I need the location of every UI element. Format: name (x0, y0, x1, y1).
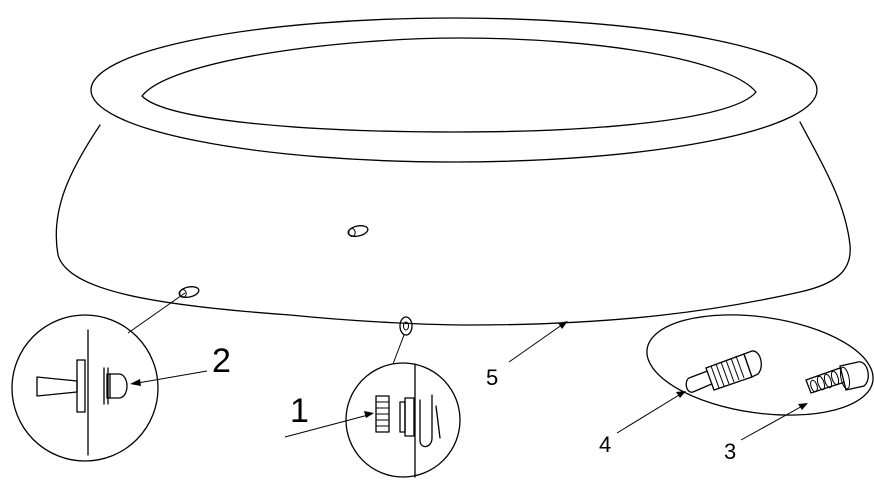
label-part-1: 1 (290, 392, 309, 430)
side-valve-icon (347, 225, 369, 237)
detail-hose-adapters (616, 314, 874, 441)
label-part-2: 2 (212, 342, 231, 380)
detail-ellipse-accessories (646, 314, 874, 416)
pool-top-ring-inner (141, 37, 757, 133)
pool-wall (55, 121, 851, 326)
label-part-4: 4 (599, 432, 611, 457)
pool-top-ring-outer (90, 17, 818, 163)
bottom-valve-icon (178, 286, 200, 298)
label-part-5: 5 (486, 365, 498, 390)
detail-circle-1 (345, 362, 461, 478)
detail-air-valve (11, 292, 208, 462)
drain-plug-icon (399, 316, 413, 336)
detail-drain-plug (284, 334, 461, 478)
detail-circle-2 (11, 314, 159, 462)
pool-body (55, 17, 851, 336)
label-part-3: 3 (724, 439, 736, 464)
